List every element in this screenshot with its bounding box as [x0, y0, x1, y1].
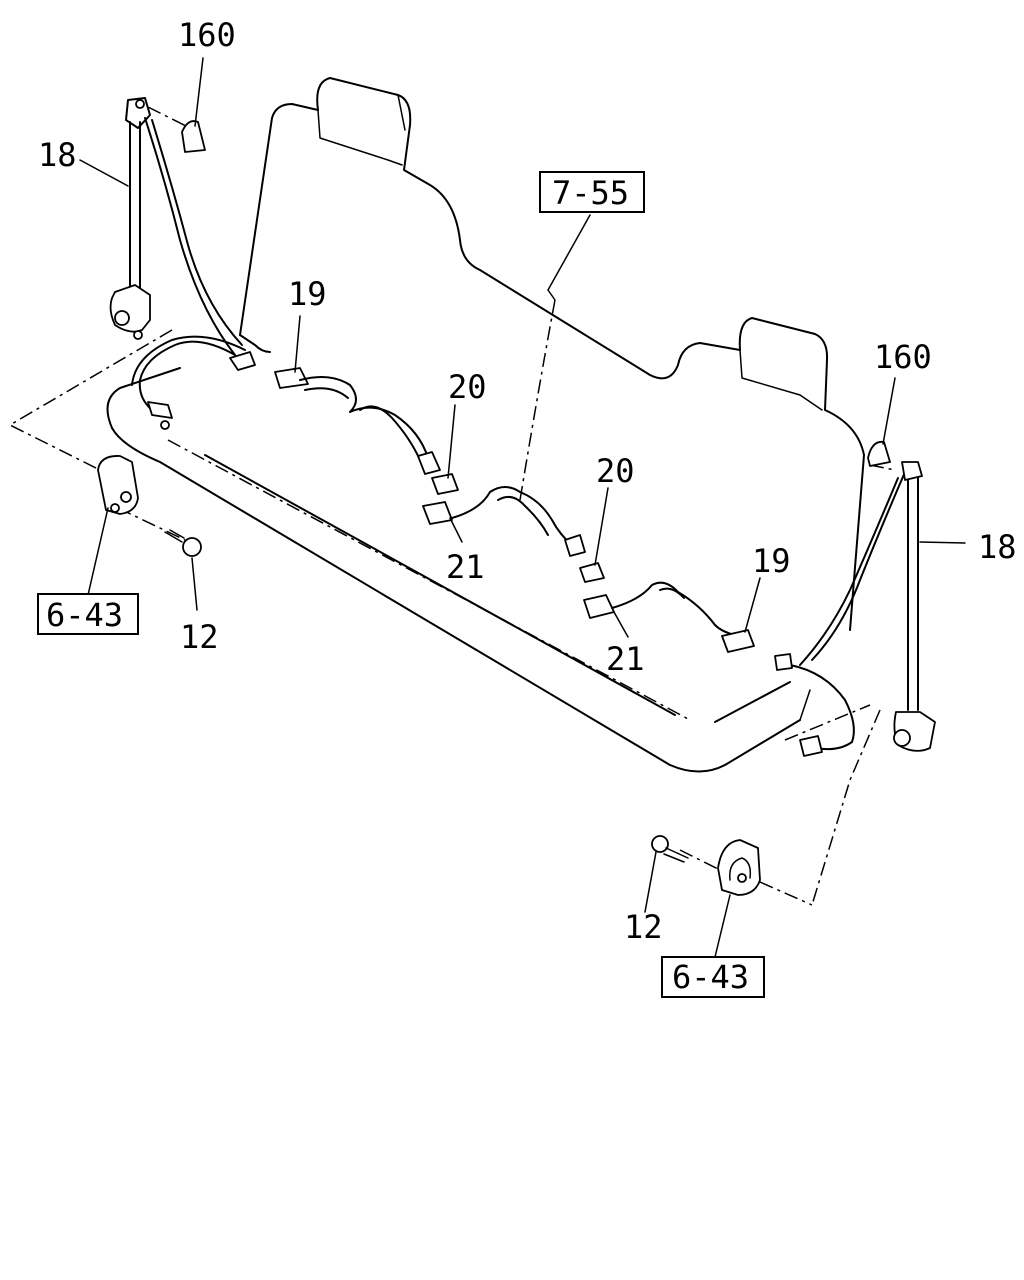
label-18-left: 18 [38, 136, 77, 174]
label-18-right: 18 [978, 528, 1017, 566]
label-19-left: 19 [288, 275, 327, 313]
label-21-right: 21 [606, 640, 645, 678]
rear-bench-seat [106, 77, 865, 773]
ref-box-6-43-right [661, 956, 765, 998]
label-7-55: 7-55 [552, 174, 629, 212]
label-12-left: 12 [180, 618, 219, 656]
callout-labels: 160 18 19 7-55 20 20 21 21 19 160 18 6-4… [37, 16, 1017, 998]
callout-leaders [79, 57, 966, 958]
label-6-43-right: 6-43 [672, 958, 749, 996]
label-21-left: 21 [446, 548, 485, 586]
ref-box-6-43-left [37, 593, 139, 635]
center-buckle-belts [274, 367, 755, 653]
anchor-cover-right [717, 839, 761, 896]
label-12-right: 12 [624, 908, 663, 946]
left-seat-belt-retractor [109, 97, 256, 430]
ref-box-7-55 [539, 171, 645, 213]
bolt-right [651, 835, 689, 863]
right-seat-belt-retractor [774, 461, 936, 757]
trim-cover-left [181, 120, 206, 153]
label-160-right: 160 [874, 338, 932, 376]
trim-cover-right [867, 440, 891, 467]
label-6-43-left: 6-43 [46, 596, 123, 634]
label-20-left: 20 [448, 368, 487, 406]
label-20-right: 20 [596, 452, 635, 490]
label-160-left: 160 [178, 16, 236, 54]
label-19-right: 19 [752, 542, 791, 580]
leader-lines [8, 106, 896, 906]
anchor-cover-left [97, 455, 139, 515]
bolt-left [164, 529, 202, 557]
